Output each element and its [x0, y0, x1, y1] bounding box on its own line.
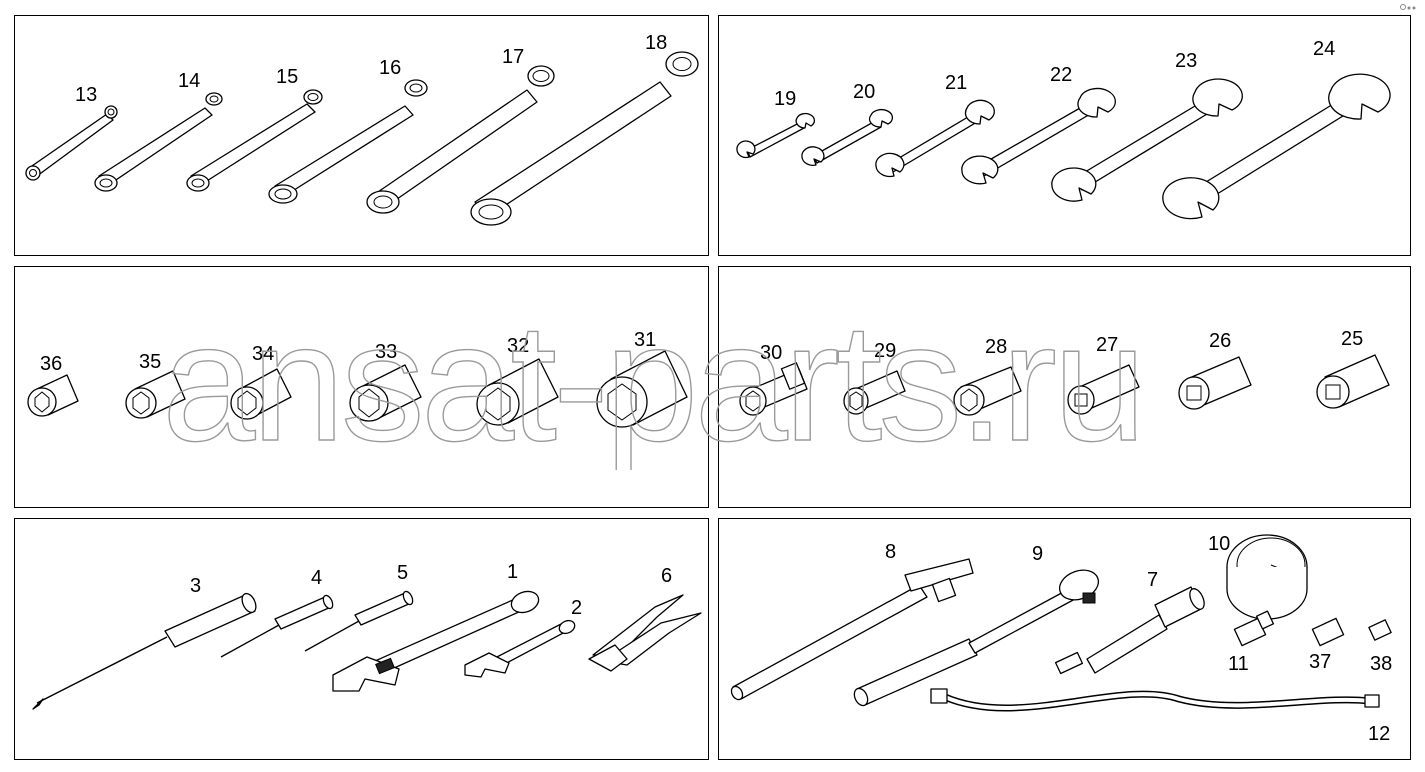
callout-18: 18 [645, 32, 667, 54]
callout-10: 10 [1208, 533, 1230, 555]
drive-tools-drawing: 8 9 7 10 11 37 38 12 [730, 533, 1392, 745]
socket-31 [596, 350, 688, 428]
callout-27: 27 [1096, 334, 1118, 356]
ring-spanner-16 [268, 79, 428, 204]
screwdriver-4 [220, 594, 334, 658]
callout-14: 14 [178, 70, 200, 92]
callout-9: 9 [1032, 543, 1043, 565]
callout-25: 25 [1341, 328, 1363, 350]
ring-spanner-18 [470, 51, 699, 226]
socket-33 [349, 364, 422, 422]
callout-2: 2 [571, 597, 582, 619]
open-end-spanner-20 [801, 108, 894, 166]
ring-spanners-drawing: 13 14 15 16 17 18 [25, 32, 699, 226]
sockets-left-drawing: 36 35 34 33 32 31 [27, 329, 688, 428]
extension-bar-7 [1054, 586, 1205, 675]
callout-28: 28 [985, 336, 1007, 358]
sockets-right-drawing: 30 29 28 27 26 25 [739, 328, 1390, 416]
callout-21: 21 [945, 72, 967, 94]
callout-30: 30 [760, 342, 782, 364]
ring-spanner-15 [186, 89, 323, 192]
callout-8: 8 [885, 541, 896, 563]
open-end-spanners-drawing: 19 20 21 22 23 24 [736, 38, 1391, 220]
adapter-38 [1368, 619, 1392, 641]
callout-29: 29 [874, 340, 896, 362]
socket-34 [230, 368, 292, 420]
screwdriver-5 [304, 590, 414, 652]
socket-29 [843, 370, 906, 415]
callout-36: 36 [40, 353, 62, 375]
callout-24: 24 [1313, 38, 1335, 60]
ring-spanner-13 [25, 105, 118, 181]
sockets-panel-right: 30 29 28 27 26 25 [718, 266, 1411, 508]
socket-25 [1316, 354, 1390, 409]
screwdriver-3 [32, 592, 257, 710]
callout-23: 23 [1175, 50, 1197, 72]
socket-26 [1178, 356, 1252, 410]
callout-33: 33 [375, 341, 397, 363]
callout-17: 17 [502, 46, 524, 68]
socket-30 [739, 362, 808, 416]
adapter-11 [1233, 610, 1275, 647]
pressure-gauge-10 [1226, 534, 1308, 620]
callout-6: 6 [661, 565, 672, 587]
open-end-spanner-19 [736, 112, 815, 159]
callout-38: 38 [1370, 653, 1392, 675]
callout-22: 22 [1050, 64, 1072, 86]
callout-31: 31 [634, 329, 656, 351]
callout-37: 37 [1309, 651, 1331, 673]
callout-16: 16 [379, 57, 401, 79]
socket-35 [125, 370, 186, 419]
ring-spanner-17 [366, 65, 555, 214]
socket-36 [27, 374, 79, 417]
callout-34: 34 [252, 343, 274, 365]
callout-15: 15 [276, 66, 298, 88]
adjustable-wrench-1 [332, 590, 540, 692]
callout-35: 35 [139, 351, 161, 373]
callout-4: 4 [311, 567, 322, 589]
socket-28 [953, 366, 1022, 416]
open-end-spanner-22 [961, 87, 1116, 185]
socket-27 [1067, 364, 1140, 415]
pliers-6 [588, 594, 702, 672]
open-end-spanners-panel: 19 20 21 22 23 24 [718, 15, 1411, 256]
ring-spanners-panel: 13 14 15 16 17 18 [14, 15, 709, 256]
drive-tools-panel: 8 9 7 10 11 37 38 12 [718, 518, 1411, 760]
callout-1: 1 [507, 561, 518, 583]
adapter-37 [1311, 617, 1345, 647]
ring-spanner-14 [94, 92, 223, 192]
open-end-spanner-21 [875, 99, 995, 178]
hose-12 [930, 688, 1380, 712]
hand-tools-panel: 3 4 5 1 2 6 [14, 518, 709, 760]
t-handle-8 [730, 558, 974, 701]
callout-5: 5 [397, 562, 408, 584]
sockets-panel-left: 36 35 34 33 32 31 [14, 266, 709, 508]
open-end-spanner-24 [1162, 73, 1391, 220]
ratchet-handle-9 [853, 569, 1100, 707]
open-end-spanner-23 [1051, 78, 1243, 202]
callout-3: 3 [190, 575, 201, 597]
callout-32: 32 [507, 335, 529, 357]
callout-13: 13 [75, 84, 97, 106]
callout-7: 7 [1147, 569, 1158, 591]
corner-logo-icon [1400, 4, 1416, 10]
callout-11: 11 [1228, 653, 1249, 675]
hand-tools-drawing: 3 4 5 1 2 6 [32, 561, 702, 710]
socket-32 [476, 358, 559, 426]
adjustable-wrench-2 [464, 619, 576, 678]
callout-12: 12 [1368, 723, 1390, 745]
callout-26: 26 [1209, 330, 1231, 352]
callout-19: 19 [774, 88, 796, 110]
callout-20: 20 [853, 81, 875, 103]
